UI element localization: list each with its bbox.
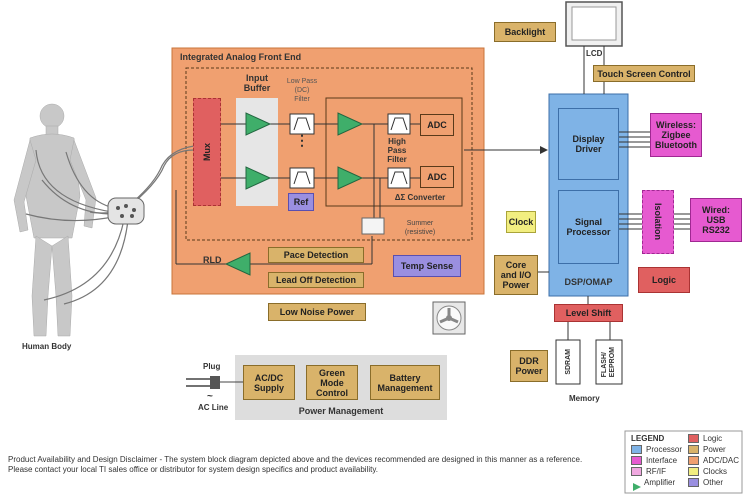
- rld-amp: [224, 252, 251, 276]
- legend-item-power: Power: [688, 445, 726, 454]
- legend-item-processor: Processor: [631, 445, 682, 454]
- adc-block-2: ADC: [420, 166, 454, 188]
- memory-label: Memory: [569, 394, 600, 403]
- legend-swatch: [631, 445, 642, 454]
- highpass-filter-2: [387, 167, 411, 189]
- core-io-power-block: Core and I/O Power: [494, 255, 538, 295]
- legend-label: Clocks: [703, 467, 728, 476]
- signal-processor-block: Signal Processor: [558, 190, 619, 264]
- ac-symbol: ~: [207, 391, 213, 402]
- pga-amp-2: [337, 166, 364, 190]
- human-body-figure: [13, 103, 97, 337]
- lcd-label: LCD: [586, 49, 603, 58]
- input-buffer-amp-2: [245, 166, 272, 190]
- legend-label: Amplifier: [644, 478, 676, 487]
- wired-block: Wired: USB RS232: [690, 198, 742, 242]
- lcd-monitor-icon: [565, 1, 623, 47]
- ac-line-label: AC Line: [198, 403, 229, 412]
- disclaimer-text: Product Availability and Design Disclaim…: [8, 455, 583, 474]
- afe-title: Integrated Analog Front End: [180, 52, 302, 62]
- flash-chip: [595, 339, 623, 385]
- legend-label: Processor: [646, 445, 683, 454]
- legend-label: Logic: [703, 434, 723, 443]
- input-buffer-label: Input Buffer: [243, 73, 271, 93]
- power-mgmt-title: Power Management: [298, 406, 384, 416]
- sdram-label-wrap: SDRAM: [556, 342, 580, 382]
- logic-block: Logic: [638, 267, 690, 293]
- display-driver-block: Display Driver: [558, 108, 619, 180]
- legend-item-clocks: Clocks: [688, 467, 727, 476]
- highpass-filter-1: [387, 113, 411, 135]
- backlight-block: Backlight: [494, 22, 556, 42]
- rld-label: RLD: [203, 255, 222, 265]
- afe-wires: [175, 123, 484, 265]
- electrode-connector: [107, 197, 145, 225]
- legend-item-interface: Interface: [631, 456, 677, 465]
- isolation-block: Isolation: [642, 190, 674, 254]
- ddr-power-block: DDR Power: [510, 350, 548, 382]
- clock-block: Clock: [506, 211, 536, 233]
- lead-off-detection-block: Lead Off Detection: [268, 272, 364, 288]
- temp-sense-block: Temp Sense: [393, 255, 461, 277]
- legend-box: [624, 430, 743, 494]
- legend-swatch: [688, 434, 699, 443]
- converter-label: ΔΣ Converter: [394, 193, 446, 202]
- summer-label: Summer (resistive): [404, 220, 436, 236]
- sdram-chip: [555, 339, 581, 385]
- legend-swatch: [631, 467, 642, 476]
- lowpass-label: Low Pass (DC) Filter: [286, 78, 318, 103]
- plug-label: Plug: [203, 362, 221, 371]
- legend-item-rf-if: RF/IF: [631, 467, 666, 476]
- wireless-block: Wireless: Zigbee Bluetooth: [650, 113, 702, 157]
- legend-label: Other: [703, 478, 724, 487]
- human-body-label: Human Body: [22, 342, 72, 351]
- afe-inner-boundary: [185, 67, 473, 241]
- flash-label: FLASH/ EEPROM: [601, 346, 616, 378]
- flash-label-wrap: FLASH/ EEPROM: [596, 342, 622, 382]
- isolation-label: Isolation: [653, 203, 663, 241]
- legend-swatch: [688, 456, 699, 465]
- dsp-wires: [538, 46, 690, 340]
- fan-icon: [432, 301, 466, 335]
- battery-management-block: Battery Management: [370, 365, 440, 400]
- legend-swatch: [631, 456, 642, 465]
- legend-item-adc-dac: ADC/DAC: [688, 456, 739, 465]
- legend-item-logic: Logic: [688, 434, 722, 443]
- pga-amp-1: [337, 112, 364, 136]
- lowpass-filter-2: [289, 167, 315, 189]
- mux-block: Mux: [193, 98, 221, 206]
- adc-block-1: ADC: [420, 114, 454, 136]
- legend-label: Interface: [646, 456, 678, 465]
- legend-swatch: [688, 478, 699, 487]
- lowpass-filter-1: [289, 113, 315, 135]
- sdram-label: SDRAM: [564, 349, 572, 375]
- legend-label: Power: [703, 445, 726, 454]
- plug-icon: [186, 376, 243, 389]
- summer-box: [361, 217, 385, 235]
- ac-dc-supply-block: AC/DC Supply: [243, 365, 295, 400]
- pace-detection-block: Pace Detection: [268, 247, 364, 263]
- dsp-label: DSP/OMAP: [564, 277, 613, 287]
- legend-label: ADC/DAC: [703, 456, 740, 465]
- legend-item-amplifier: Amplifier: [631, 478, 675, 487]
- legend-swatch: [688, 467, 699, 476]
- legend-item-other: Other: [688, 478, 723, 487]
- ref-block: Ref: [288, 193, 314, 211]
- legend-title: LEGEND: [631, 434, 665, 443]
- input-buffer-area: [236, 98, 278, 206]
- legend-swatch: [688, 445, 699, 454]
- highpass-label: High Pass Filter: [387, 137, 407, 164]
- legend-amplifier-triangle: [633, 483, 641, 491]
- input-buffer-amp-1: [245, 112, 272, 136]
- green-mode-block: Green Mode Control: [306, 365, 358, 400]
- legend-label: RF/IF: [646, 467, 666, 476]
- touch-screen-block: Touch Screen Control: [593, 65, 695, 82]
- low-noise-power-block: Low Noise Power: [268, 303, 366, 321]
- channel-ellipsis: ⋮: [295, 132, 309, 148]
- level-shift-block: Level Shift: [554, 304, 623, 322]
